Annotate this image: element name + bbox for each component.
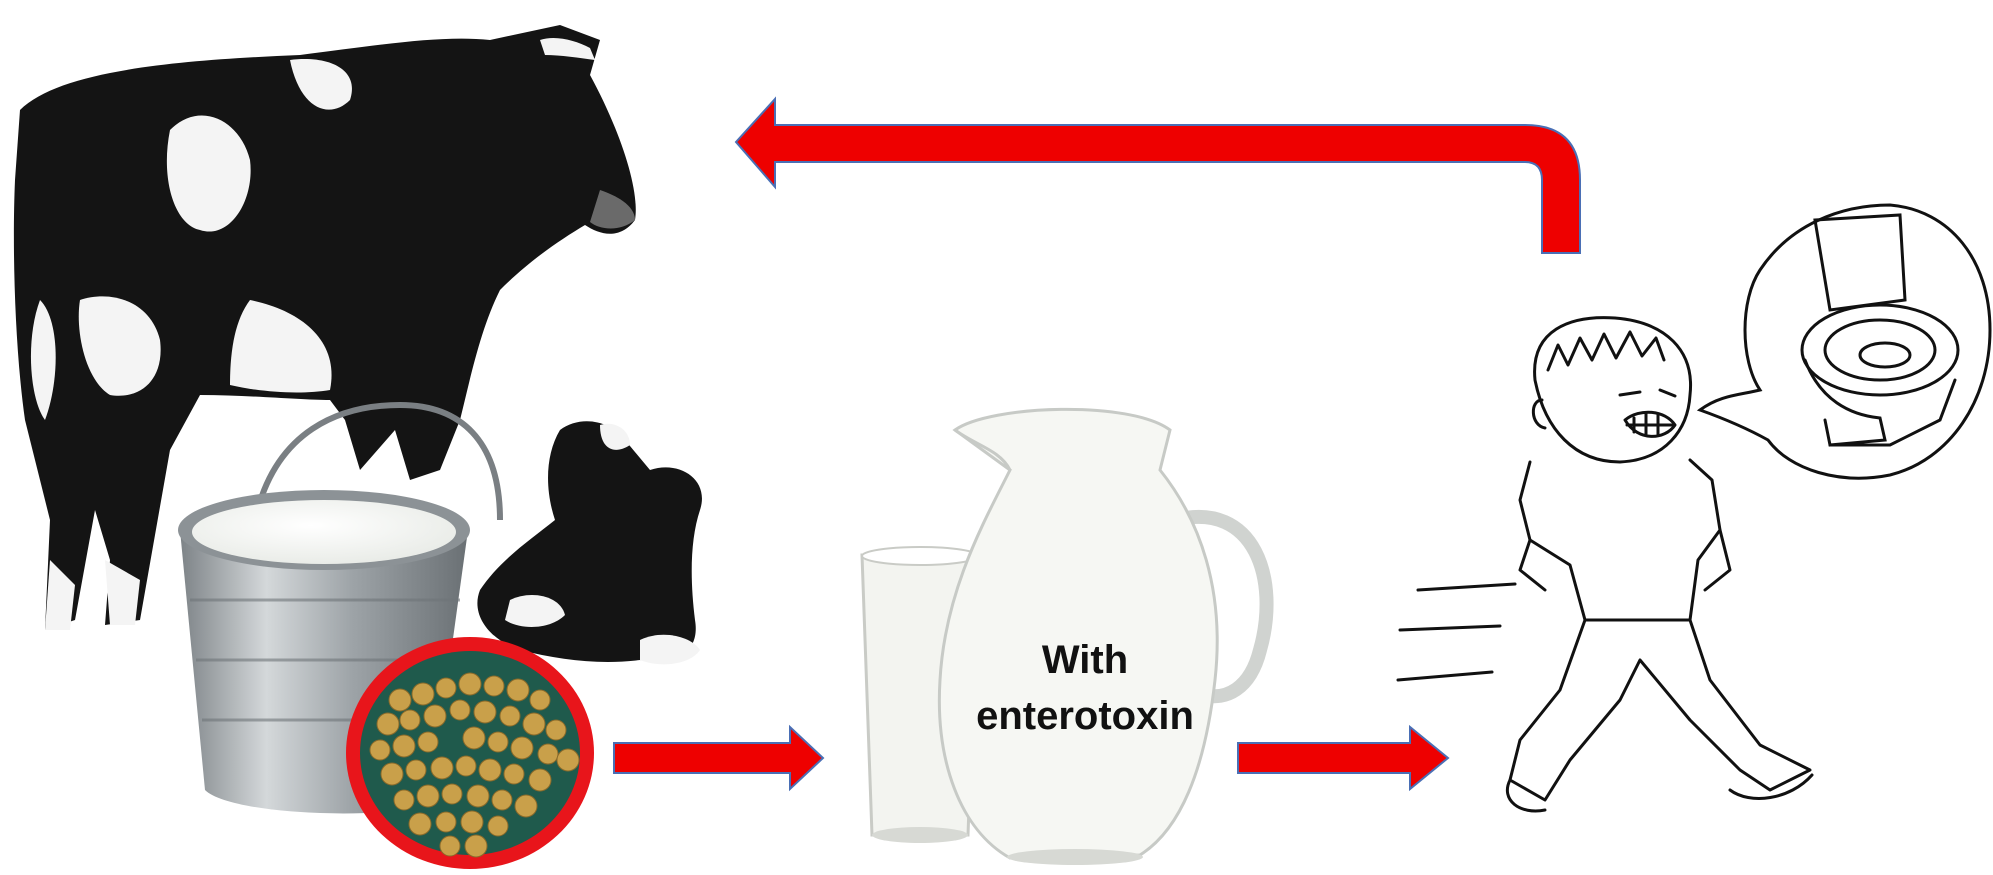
calf-icon xyxy=(477,421,702,664)
label-line-2: enterotoxin xyxy=(920,688,1250,744)
arrow-to-person xyxy=(1238,727,1448,789)
arrow-to-milk xyxy=(614,727,823,789)
enterotoxin-label: With enterotoxin xyxy=(920,632,1250,744)
bacteria-icon xyxy=(346,637,594,869)
arrow-return-to-cow xyxy=(736,99,1580,253)
label-line-1: With xyxy=(920,632,1250,688)
toilet-icon xyxy=(1700,205,1990,478)
